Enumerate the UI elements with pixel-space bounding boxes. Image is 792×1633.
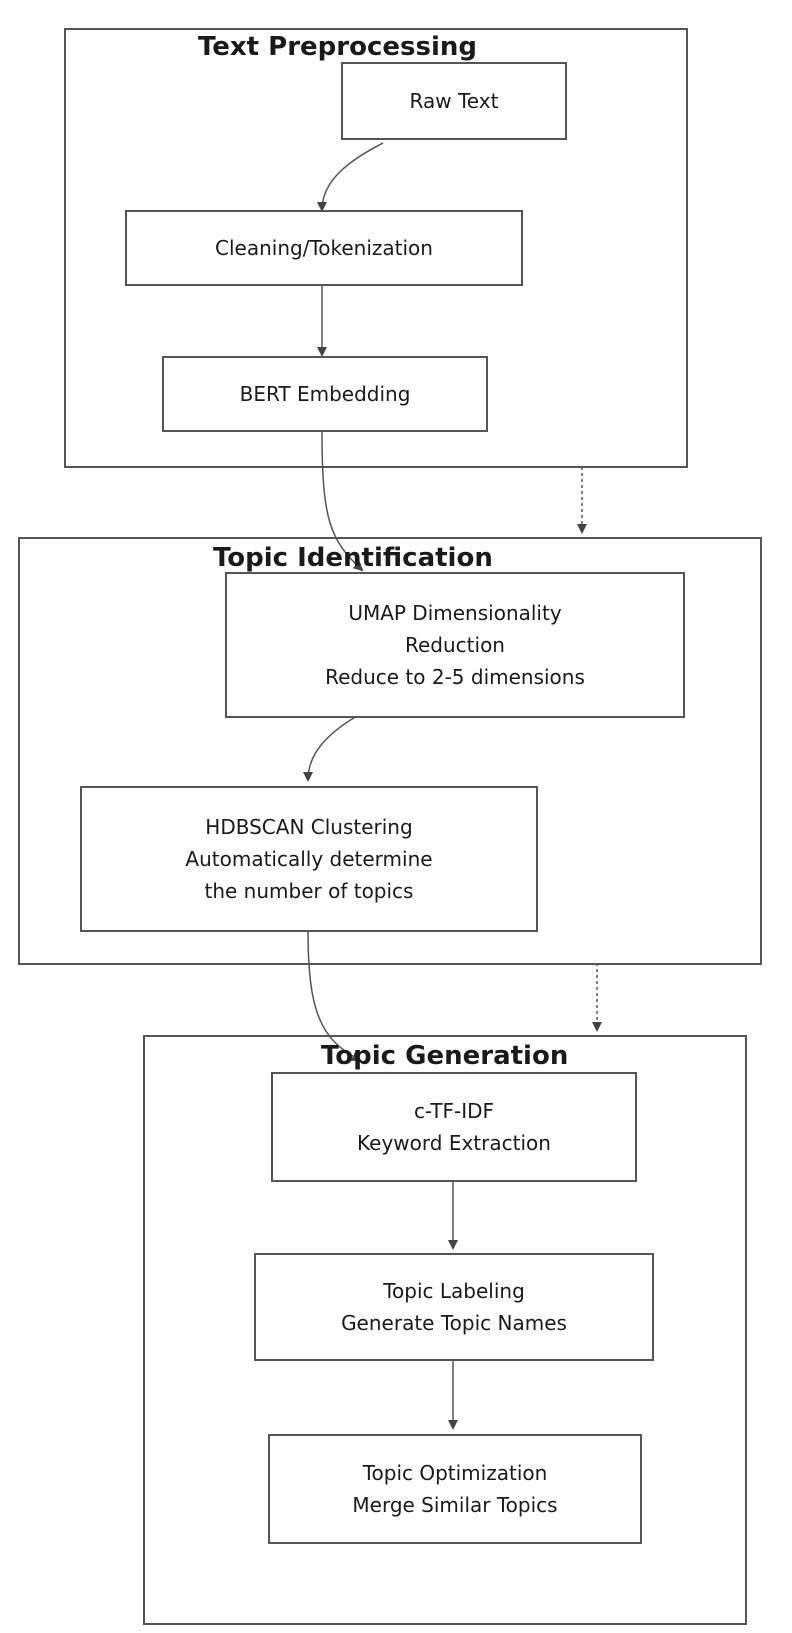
edge-umap-to-hdbscan [303,715,358,782]
group-text-preprocessing [64,28,688,468]
node-cleaning-tokenization-label: Cleaning/Tokenization [215,236,433,260]
edge-raw-text-to-cleaning [317,142,384,212]
node-hdbscan-line-1: HDBSCAN Clustering [205,815,413,839]
node-ctfidf: c-TF-IDF Keyword Extraction [271,1072,637,1182]
group-topic-generation [143,1035,747,1625]
node-hdbscan: HDBSCAN Clustering Automatically determi… [80,786,538,932]
node-topic-labeling-line-2: Generate Topic Names [341,1311,567,1335]
node-bert-embedding: BERT Embedding [162,356,488,432]
node-topic-optimization-line-2: Merge Similar Topics [352,1493,558,1517]
node-raw-text: Raw Text [341,62,567,140]
node-topic-labeling: Topic Labeling Generate Topic Names [254,1253,654,1361]
node-topic-labeling-line-1: Topic Labeling [383,1279,525,1303]
node-cleaning-tokenization: Cleaning/Tokenization [125,210,523,286]
edge-hdbscan-to-ctfidf [307,929,362,1061]
node-topic-optimization-line-1: Topic Optimization [362,1461,548,1485]
node-topic-optimization: Topic Optimization Merge Similar Topics [268,1434,642,1544]
edge-bert-to-umap [321,431,364,572]
group-title-topic-identification: Topic Identification [213,543,493,573]
group-title-text-preprocessing: Text Preprocessing [198,32,478,62]
node-umap-line-2: Reduction [405,633,505,657]
node-umap-line-3: Reduce to 2-5 dimensions [325,665,585,689]
node-hdbscan-line-3: the number of topics [204,879,414,903]
node-umap-line-1: UMAP Dimensionality [348,601,562,625]
group-title-topic-generation: Topic Generation [321,1041,569,1071]
node-ctfidf-line-2: Keyword Extraction [357,1131,551,1155]
node-umap: UMAP Dimensionality Reduction Reduce to … [225,572,685,718]
node-hdbscan-line-2: Automatically determine [185,847,433,871]
node-raw-text-label: Raw Text [409,89,499,113]
group-topic-identification [18,537,762,965]
node-ctfidf-line-1: c-TF-IDF [413,1099,495,1123]
node-bert-embedding-label: BERT Embedding [239,382,411,406]
